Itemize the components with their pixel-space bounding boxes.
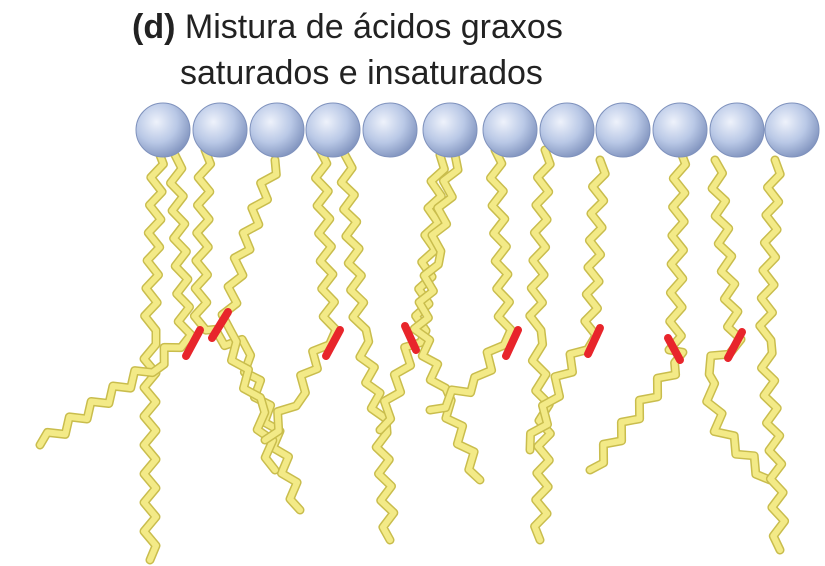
tail-5 [265,150,336,440]
polar-head-4 [306,103,360,157]
tail-6 [341,155,394,540]
polar-heads [136,103,819,157]
polar-head-8 [540,103,594,157]
tail-2 [40,155,191,445]
double-bonds [186,312,742,360]
polar-head-9 [596,103,650,157]
polar-head-1 [136,103,190,157]
tail-3 [194,150,300,510]
polar-head-5 [363,103,417,157]
polar-head-3 [250,103,304,157]
polar-head-10 [653,103,707,157]
polar-head-12 [765,103,819,157]
polar-head-2 [193,103,247,157]
tail-8 [414,155,480,480]
polar-head-11 [710,103,764,157]
tail-2-outline [40,155,191,445]
polar-head-7 [483,103,537,157]
polar-head-6 [423,103,477,157]
